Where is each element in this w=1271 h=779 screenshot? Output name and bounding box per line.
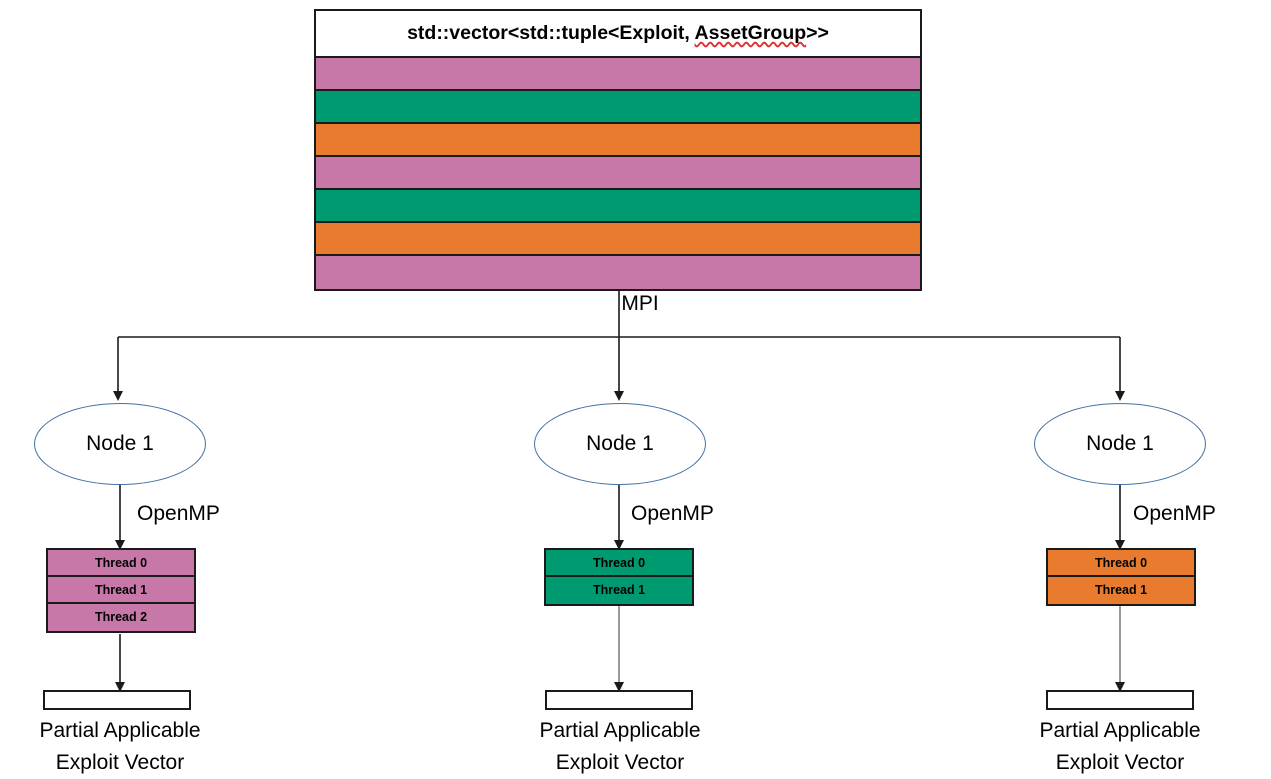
node-ellipse-middle[interactable]: Node 1 <box>534 403 706 485</box>
output-caption-line2: Exploit Vector <box>1055 751 1185 774</box>
output-caption-line1: Partial Applicable <box>1039 719 1201 742</box>
openmp-label-right: OpenMP <box>1133 502 1216 525</box>
node-label-left: Node 1 <box>86 432 154 455</box>
node-label-right: Node 1 <box>1086 432 1154 455</box>
thread-cell[interactable]: Thread 0 <box>1048 550 1194 577</box>
output-caption-line1: Partial Applicable <box>39 719 201 742</box>
partial-output-vector-middle <box>545 690 693 710</box>
thread-stack-left: Thread 0 Thread 1 Thread 2 <box>46 548 196 633</box>
output-caption-right: Partial Applicable Exploit Vector <box>1000 715 1240 779</box>
vector-row <box>316 91 920 124</box>
vector-row <box>316 58 920 91</box>
openmp-label-middle: OpenMP <box>631 502 714 525</box>
openmp-label-left: OpenMP <box>137 502 220 525</box>
vector-row <box>316 223 920 256</box>
thread-cell[interactable]: Thread 1 <box>1048 577 1194 604</box>
node-ellipse-left[interactable]: Node 1 <box>34 403 206 485</box>
vector-title-suffix: >> <box>806 22 829 44</box>
vector-row-list <box>316 58 920 289</box>
vector-row <box>316 256 920 289</box>
output-caption-left: Partial Applicable Exploit Vector <box>0 715 240 779</box>
vector-type-title: std::vector<std::tuple<Exploit, AssetGro… <box>316 11 920 58</box>
thread-cell[interactable]: Thread 1 <box>546 577 692 604</box>
thread-stack-middle: Thread 0 Thread 1 <box>544 548 694 606</box>
output-caption-line1: Partial Applicable <box>539 719 701 742</box>
openmp-join-wires <box>115 606 1125 692</box>
thread-cell[interactable]: Thread 0 <box>546 550 692 577</box>
partial-output-vector-right <box>1046 690 1194 710</box>
vector-row <box>316 190 920 223</box>
output-caption-middle: Partial Applicable Exploit Vector <box>500 715 740 779</box>
node-ellipse-right[interactable]: Node 1 <box>1034 403 1206 485</box>
openmp-fork-wires <box>115 485 1125 550</box>
vector-row <box>316 157 920 190</box>
thread-cell[interactable]: Thread 1 <box>48 577 194 604</box>
output-caption-line2: Exploit Vector <box>555 751 685 774</box>
thread-cell[interactable]: Thread 2 <box>48 604 194 631</box>
thread-cell[interactable]: Thread 0 <box>48 550 194 577</box>
thread-stack-right: Thread 0 Thread 1 <box>1046 548 1196 606</box>
node-label-middle: Node 1 <box>586 432 654 455</box>
mpi-label: MPI <box>621 292 659 315</box>
vector-title-prefix: std::vector<std::tuple<Exploit, <box>407 22 695 44</box>
output-caption-line2: Exploit Vector <box>55 751 185 774</box>
master-exploit-vector: std::vector<std::tuple<Exploit, AssetGro… <box>314 9 922 291</box>
vector-row <box>316 124 920 157</box>
vector-title-misspelled-token: AssetGroup <box>694 22 807 44</box>
partial-output-vector-left <box>43 690 191 710</box>
